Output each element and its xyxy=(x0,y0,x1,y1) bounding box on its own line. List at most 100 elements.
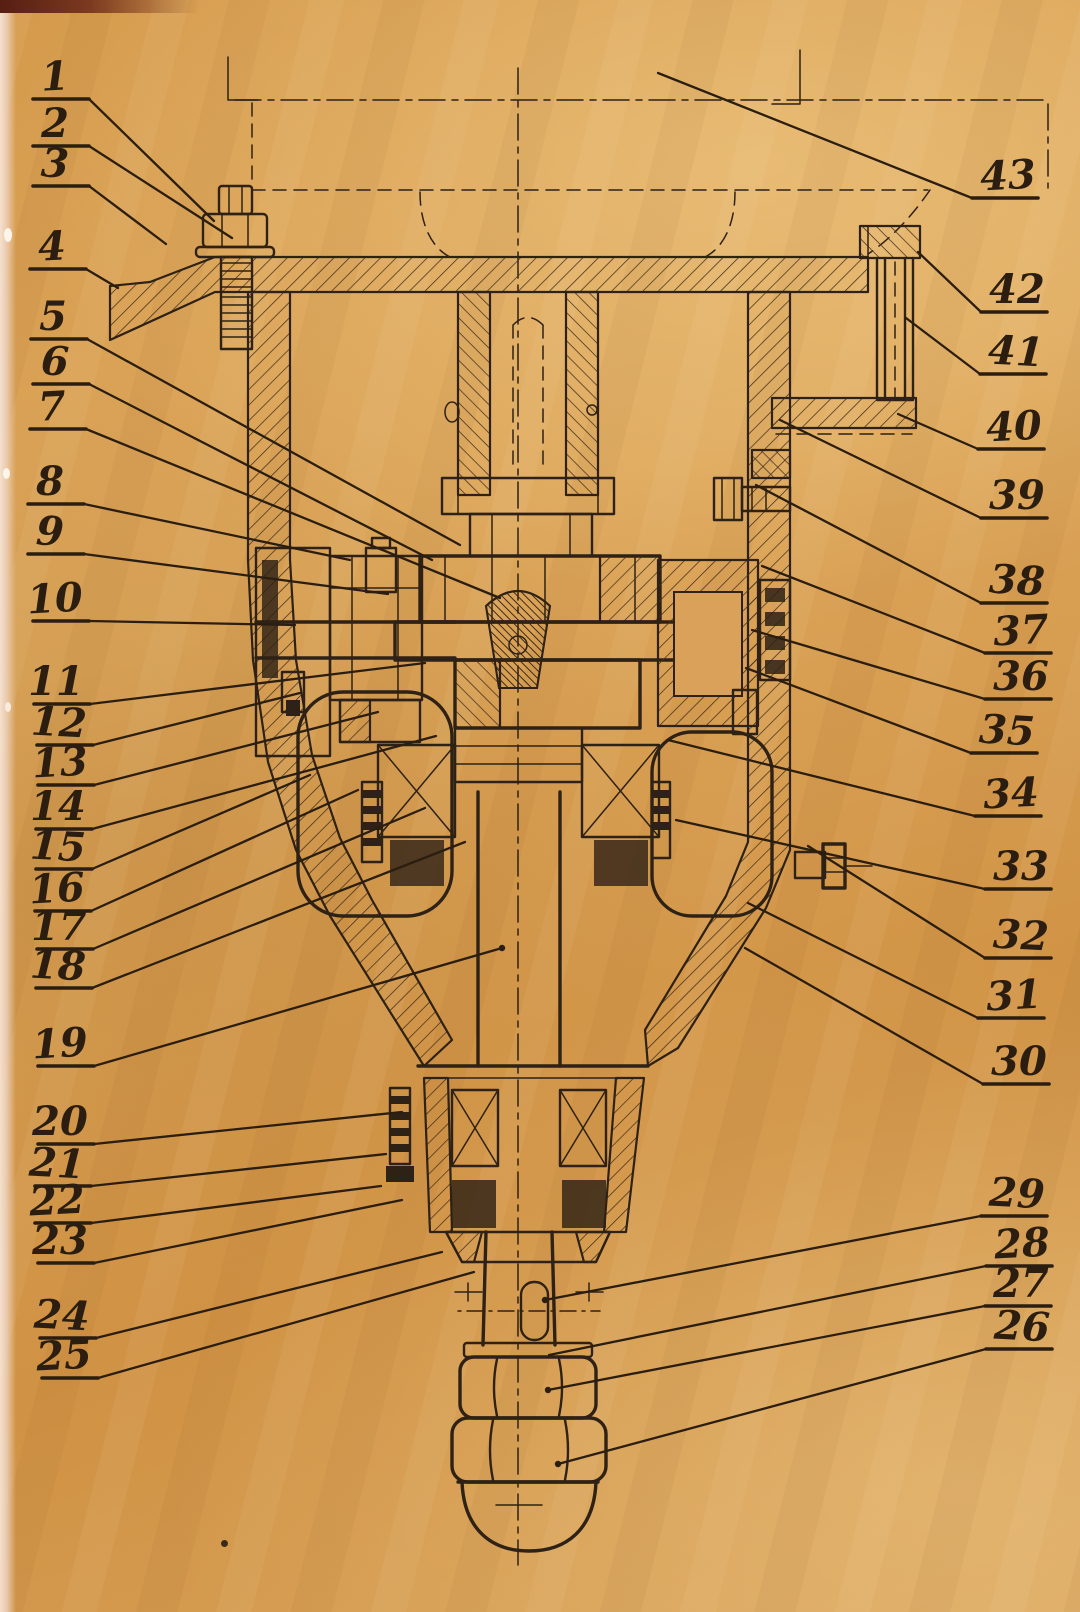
leader-line-28 xyxy=(547,1264,988,1357)
callout-28: 28 xyxy=(547,1219,1054,1357)
leader-line-18 xyxy=(90,840,467,990)
callout-label: 28 xyxy=(992,1219,1051,1269)
lower-right-bearing xyxy=(558,1088,608,1168)
callout-label: 19 xyxy=(31,1019,89,1069)
callout-38: 38 xyxy=(754,483,1049,605)
leader-line-35 xyxy=(744,666,973,755)
lower-hex-nut xyxy=(450,1416,608,1484)
callout-37: 37 xyxy=(760,564,1053,656)
lower-left-bearing xyxy=(450,1088,500,1168)
hanger-bracket xyxy=(770,224,922,435)
callout-10: 10 xyxy=(26,574,297,627)
leader-line-42 xyxy=(916,250,983,314)
shaft-end-assembly xyxy=(450,1230,608,1553)
leader-line-22 xyxy=(89,1184,383,1225)
spindle-quill xyxy=(440,290,616,558)
callout-35: 35 xyxy=(744,666,1039,756)
callout-5: 5 xyxy=(29,293,462,547)
leader-line-27 xyxy=(546,1304,987,1392)
callout-11: 11 xyxy=(28,658,427,706)
paper-speck xyxy=(4,228,12,242)
callout-34: 34 xyxy=(666,738,1043,819)
callout-30: 30 xyxy=(743,946,1051,1086)
callout-2: 2 xyxy=(31,100,234,240)
callout-20: 20 xyxy=(31,1098,404,1146)
ball-end xyxy=(460,1480,598,1553)
callout-label: 42 xyxy=(989,266,1045,313)
top-flange xyxy=(108,255,870,342)
leader-line-19 xyxy=(92,946,504,1068)
callout-13: 13 xyxy=(31,710,380,788)
callout-label: 10 xyxy=(26,574,84,624)
callout-label: 15 xyxy=(29,822,87,872)
callout-42: 42 xyxy=(916,250,1049,314)
callout-label: 7 xyxy=(37,382,67,430)
callout-label: 21 xyxy=(27,1139,86,1189)
callout-25: 25 xyxy=(34,1270,476,1380)
callout-label: 11 xyxy=(28,658,84,705)
leader-line-8 xyxy=(82,502,352,562)
callout-label: 17 xyxy=(31,903,87,950)
callout-label: 35 xyxy=(978,706,1036,756)
leader-dot xyxy=(498,944,506,952)
paper-speck xyxy=(3,468,10,479)
leader-line-15 xyxy=(90,773,312,871)
callout-label: 33 xyxy=(993,843,1049,890)
gear-cluster-left xyxy=(254,536,457,758)
lower-left-seal xyxy=(452,1180,496,1228)
callout-27: 27 xyxy=(544,1260,1053,1394)
callout-21: 21 xyxy=(27,1139,388,1189)
ink-speck xyxy=(221,1540,228,1547)
bolt-head xyxy=(217,184,254,216)
callout-label: 37 xyxy=(992,606,1050,656)
mid-bearing-assembly xyxy=(360,726,672,1068)
cross-shaft xyxy=(254,620,457,660)
callout-36: 36 xyxy=(750,628,1053,701)
callout-label: 32 xyxy=(992,911,1050,961)
phantom-machine-outline xyxy=(227,49,1051,1566)
callout-label: 30 xyxy=(991,1038,1047,1085)
left-bearing-race xyxy=(262,560,278,678)
callout-label: 8 xyxy=(35,458,64,505)
left-seal xyxy=(390,840,444,886)
leader-line-6 xyxy=(87,382,434,562)
leader-line-14 xyxy=(90,734,438,831)
callout-label: 29 xyxy=(987,1169,1046,1219)
leader-dot xyxy=(554,1460,562,1468)
leader-line-41 xyxy=(904,316,982,376)
callout-label: 16 xyxy=(28,864,86,914)
leader-line-25 xyxy=(96,1270,476,1380)
leader-line-23 xyxy=(92,1198,404,1265)
leader-line-33 xyxy=(674,818,987,891)
leader-dot xyxy=(541,1296,549,1304)
callout-label: 39 xyxy=(989,472,1045,519)
callout-3: 3 xyxy=(31,139,168,246)
callout-24: 24 xyxy=(32,1250,444,1340)
leader-line-34 xyxy=(666,738,977,818)
leader-line-2 xyxy=(87,144,234,240)
upper-hex-nut xyxy=(458,1355,598,1420)
gear-cluster-center xyxy=(393,554,760,730)
callout-41: 41 xyxy=(904,316,1048,376)
callout-label: 34 xyxy=(982,769,1040,819)
callout-7: 7 xyxy=(28,382,502,600)
callout-label: 4 xyxy=(37,222,67,270)
paper-speck xyxy=(5,702,11,712)
leader-line-1 xyxy=(87,97,216,223)
main-shaft xyxy=(476,790,562,1068)
callout-14: 14 xyxy=(30,734,438,831)
leader-line-32 xyxy=(806,844,987,960)
leader-line-36 xyxy=(750,628,987,701)
leader-line-38 xyxy=(754,483,983,605)
callout-40: 40 xyxy=(896,402,1046,451)
callout-18: 18 xyxy=(29,840,467,990)
oil-hole xyxy=(586,404,598,416)
leader-line-9 xyxy=(82,552,390,596)
leader-line-21 xyxy=(89,1152,388,1188)
callout-label: 3 xyxy=(40,139,70,187)
leader-line-10 xyxy=(87,619,297,627)
quill-nut xyxy=(468,512,594,558)
callout-label: 13 xyxy=(31,738,89,788)
